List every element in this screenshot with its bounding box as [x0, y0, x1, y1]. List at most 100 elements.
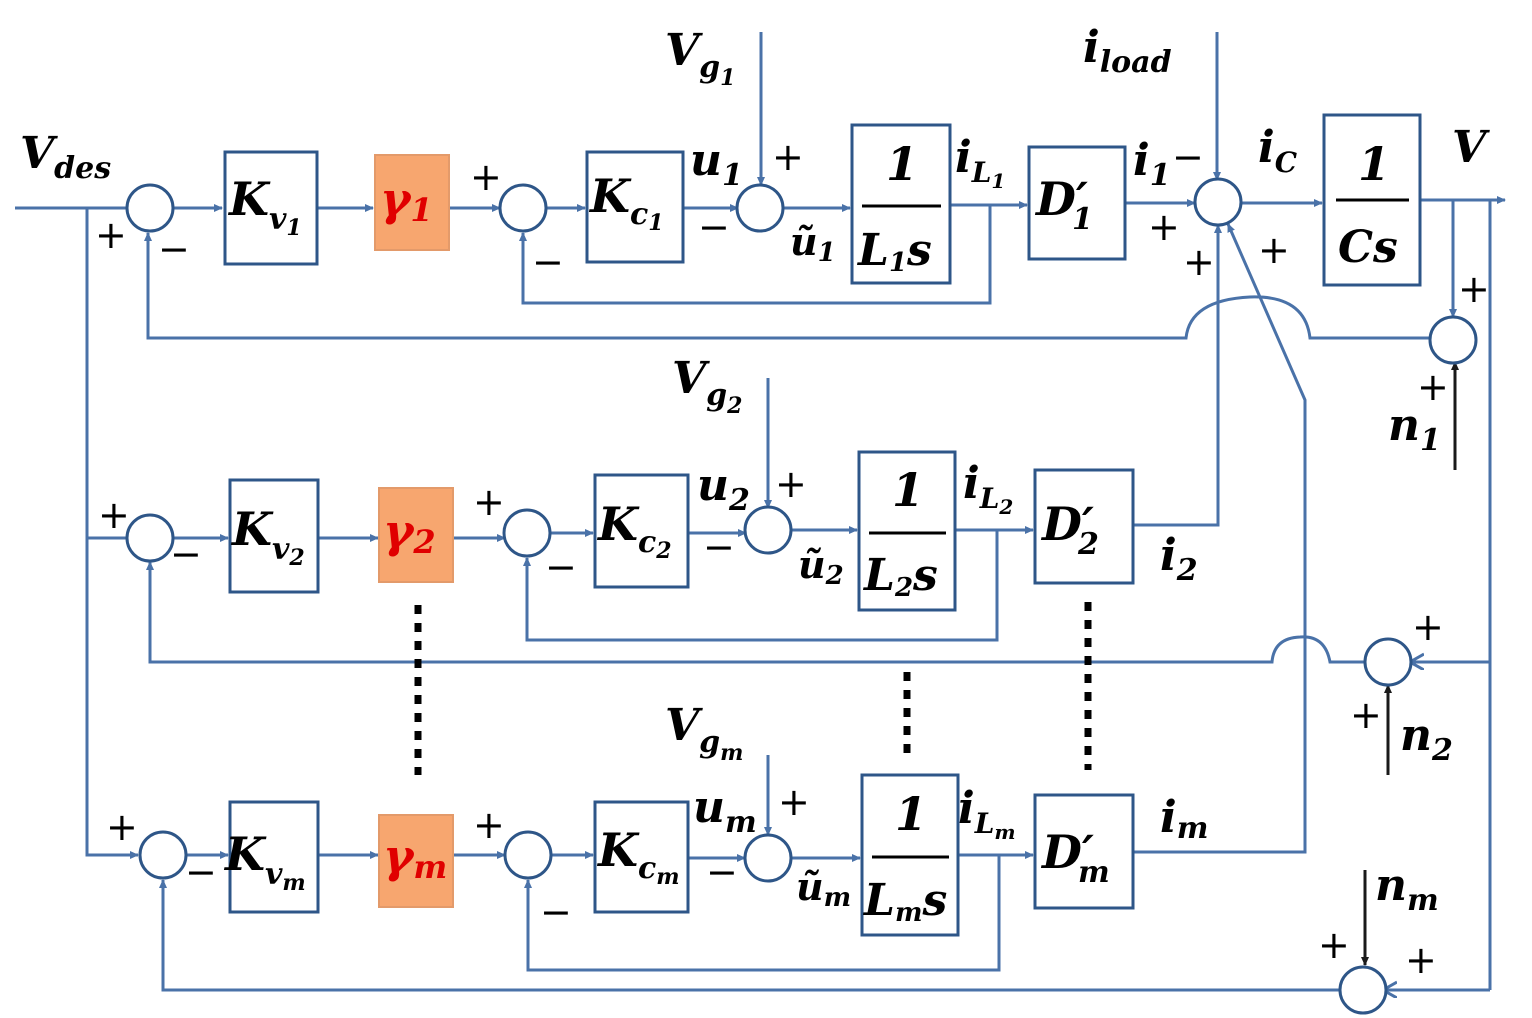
ut1-label: ũ1 — [790, 219, 836, 268]
ilm-label: iLm — [958, 783, 1016, 844]
signs: + − + − + − − + + + + + + − + − + − + + … — [95, 135, 1490, 982]
sign-plus: + — [1412, 605, 1444, 649]
kc2-block — [593, 473, 690, 589]
gamma1-label: γ1 — [380, 172, 433, 229]
sign-minus: − — [706, 850, 738, 894]
nm-label: nm — [1375, 860, 1439, 918]
wires — [15, 32, 1506, 990]
u2-label: u2 — [697, 460, 750, 518]
kv2-label: Kv2 — [230, 502, 305, 571]
sum-vg-2 — [743, 505, 793, 555]
d1-label: D′1 — [1034, 172, 1093, 237]
sign-minus: − — [185, 850, 217, 894]
sign-plus: + — [106, 805, 138, 849]
ic-label: iC — [1258, 122, 1298, 179]
sign-plus: + — [1417, 365, 1449, 409]
vdes-label: Vdes — [20, 128, 111, 186]
sign-plus: + — [473, 480, 505, 524]
sign-minus: − — [532, 240, 564, 284]
sum-main — [1193, 177, 1243, 227]
v-output-label: V — [1452, 122, 1490, 173]
kv2-block — [228, 478, 320, 594]
labels: Vdes Vg1 Vg2 Vgm iload iC V Kv1 Kv2 Kvm … — [20, 22, 1490, 928]
sign-minus: − — [545, 545, 577, 589]
d2-block — [1033, 468, 1135, 585]
sign-plus: + — [1405, 938, 1437, 982]
gamma2-block — [378, 487, 454, 583]
kvm-label: Kvm — [223, 827, 306, 896]
vg2-label: Vg2 — [672, 353, 742, 419]
sign-plus: + — [1458, 267, 1490, 311]
sum-noise-2 — [1363, 637, 1413, 687]
sign-plus: + — [473, 803, 505, 847]
i2-label: i2 — [1160, 530, 1198, 588]
sign-minus: − — [540, 890, 572, 934]
sign-minus: − — [698, 205, 730, 249]
ut2-label: ũ2 — [798, 542, 844, 591]
plantm-num: 1 — [895, 787, 927, 841]
sum-noise-1 — [1428, 315, 1478, 365]
iload-label: iload — [1083, 22, 1172, 80]
sum-vloop-2 — [125, 513, 175, 563]
sign-plus: + — [778, 780, 810, 824]
sign-minus: − — [170, 532, 202, 576]
sum-iloop-1 — [498, 183, 548, 233]
sign-plus: + — [1350, 693, 1382, 737]
continuation-dots — [414, 602, 1092, 775]
gamma1-block — [374, 154, 450, 251]
sign-plus: + — [775, 462, 807, 506]
sign-plus: + — [98, 493, 130, 537]
cap-num: 1 — [1358, 137, 1390, 191]
gamma2-label: γ2 — [383, 504, 436, 561]
gammam-label: γm — [383, 829, 447, 886]
gammam-block — [378, 814, 454, 908]
n1-label: n1 — [1388, 400, 1441, 458]
blocks — [223, 113, 1422, 937]
plant1-num: 1 — [886, 137, 918, 191]
sign-plus: + — [1148, 205, 1180, 249]
utm-label: ũm — [796, 864, 851, 913]
sum-vg-1 — [735, 183, 785, 233]
sum-iloop-2 — [502, 508, 552, 558]
sum-iloop-m — [503, 830, 553, 880]
kvm-block — [228, 800, 320, 914]
plant2-den: L2s — [862, 550, 938, 603]
dm-label: D′m — [1040, 825, 1110, 890]
sum-vloop-m — [138, 830, 188, 880]
sum-vloop-1 — [125, 183, 175, 233]
plant-l1-block — [850, 123, 952, 285]
vg1-label: Vg1 — [665, 25, 735, 91]
i1-label: i1 — [1133, 135, 1171, 193]
sum-vg-m — [743, 833, 793, 883]
plant-lm-block — [860, 773, 960, 937]
kv1-block — [223, 150, 319, 266]
il1-label: iL1 — [955, 132, 1005, 193]
sign-plus: + — [470, 155, 502, 199]
kc1-block — [585, 150, 685, 264]
sign-plus: + — [1183, 240, 1215, 284]
kc2-label: Kc2 — [596, 497, 672, 564]
plant-l2-block — [857, 450, 957, 612]
vgm-label: Vgm — [665, 700, 743, 766]
sign-plus: + — [1258, 228, 1290, 272]
sign-plus: + — [95, 213, 127, 257]
u1-label: u1 — [690, 135, 743, 193]
sign-plus: + — [772, 135, 804, 179]
kc1-label: Kc1 — [588, 169, 664, 236]
plant2-num: 1 — [892, 463, 924, 517]
d2-label: D′2 — [1040, 497, 1099, 562]
sum-noise-m — [1338, 965, 1388, 1015]
cap-den: Cs — [1338, 222, 1398, 273]
plant1-den: L1s — [856, 225, 932, 278]
kcm-label: Kcm — [596, 823, 680, 890]
im-label: im — [1160, 792, 1208, 846]
plantm-den: Lms — [862, 875, 947, 928]
sign-minus: − — [703, 525, 735, 569]
dm-block — [1033, 793, 1135, 910]
um-label: um — [693, 782, 757, 840]
summing-junctions — [125, 177, 1478, 1015]
n2-label: n2 — [1400, 710, 1453, 768]
sign-plus: + — [1318, 923, 1350, 967]
d1-block — [1027, 145, 1127, 261]
il2-label: iL2 — [963, 458, 1013, 519]
